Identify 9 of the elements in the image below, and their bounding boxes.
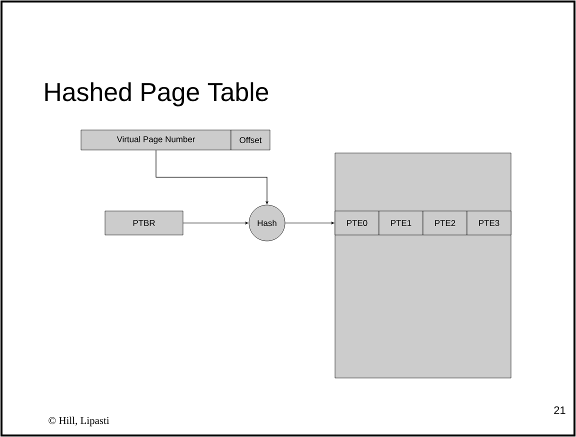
- slide-title: Hashed Page Table: [45, 82, 268, 106]
- page-number: 21: [554, 406, 566, 414]
- entry-cell: PTE0: [334, 210, 380, 236]
- register-box: PTBR: [104, 210, 184, 236]
- entry-cell: PTE1: [378, 210, 424, 236]
- field-box: Offset: [230, 130, 270, 150]
- entry-cell: PTE2: [422, 210, 468, 236]
- entry-cell: PTE3: [466, 210, 512, 236]
- copyright-note: © Hill, Lipasti: [48, 416, 110, 426]
